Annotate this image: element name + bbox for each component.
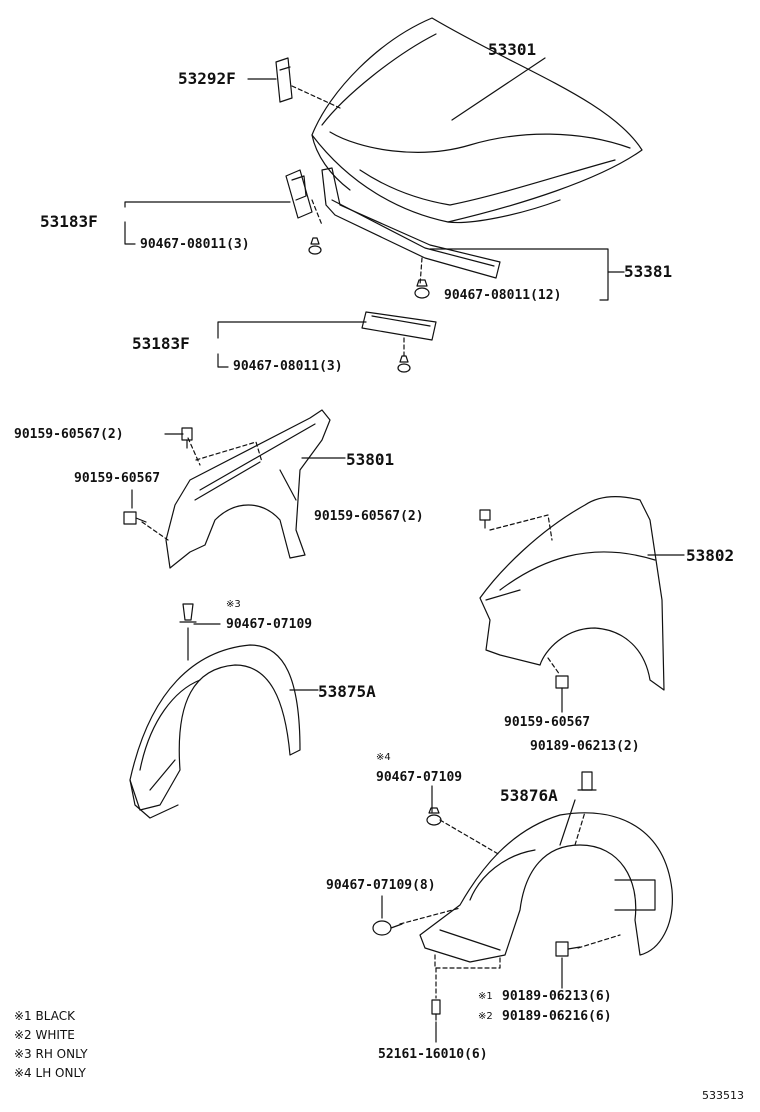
screw-lh-bottom-drawing [555,941,581,957]
upper-support-leader [124,201,291,208]
weatherstrip-clip-label: 90467-08011(12) [444,288,562,303]
upper-support-guide [311,199,323,226]
bolt-lh-top-label: 90159-60567(2) [314,509,424,524]
hood-seal-drawing [275,57,293,103]
clip-lh8-drawing [372,920,403,936]
fender-rh-guide-side [141,521,169,541]
upper-clip-drawing [308,237,322,255]
screw-white-label: 90189-06216(6) [502,1009,612,1024]
fender-lh-guide-top [489,514,553,541]
fender-rh-guide-top [195,441,263,463]
lower-support-label: 53183F [132,334,190,353]
bolt-lh-bottom-drawing [555,675,569,713]
liner-lh-guide-clip4 [439,819,501,856]
clip-lh4-drawing [426,807,442,826]
hood-seal-label: 53292F [178,69,236,88]
white-mark: ※2 [478,1011,493,1022]
liner-lh-guide-screw [577,934,621,949]
lower-clip-drawing [397,355,411,373]
liner-lh-guide-clip8 [399,907,461,925]
bolt-rh-top-drawing [181,427,193,449]
bolt-lh-bottom-label: 90159-60567 [504,715,591,730]
bolt-rh-top-label: 90159-60567(2) [14,427,124,442]
hood-drawing [311,17,643,224]
lower-clip-label: 90467-08011(3) [233,359,343,374]
legend-lh-only: ※4 LH ONLY [14,1066,86,1080]
fender-rh-drawing [165,409,331,569]
figure-id: 533513 [702,1089,744,1102]
weatherstrip-clip-drawing [414,279,430,299]
screw-lh-top-drawing [577,771,597,791]
hood-label: 53301 [488,40,537,59]
liner-lh-label: 53876A [500,786,558,805]
legend-rh-only: ※3 RH ONLY [14,1047,88,1061]
legend-white: ※2 WHITE [14,1028,75,1042]
liner-lh-leader [559,799,576,846]
clip-lh-liner-label: 90467-07109 [376,770,463,785]
fender-lh-drawing [479,496,665,691]
weatherstrip-guide [419,257,423,286]
lower-support-drawing [361,311,437,341]
screw-lh-liner-label: 90189-06213(2) [530,739,640,754]
weatherstrip-drawing [321,167,501,279]
fender-rh-guide-bolt [187,437,201,466]
liner-lh-guide-bottom [434,954,501,969]
liner-lh-guide-top [574,811,586,846]
weatherstrip-bracket [429,248,609,301]
lower-clip-leader [217,353,229,368]
bolt-lh-top-drawing [479,509,491,529]
bolt-rh-side-drawing [123,511,147,525]
legend-black: ※1 BLACK [14,1009,75,1023]
liner-rh-drawing [129,644,301,819]
fender-lh-guide-bolt [547,657,561,676]
hood-leader [451,57,546,121]
clip-bottom-label: 52161-16010(6) [378,1047,488,1062]
upper-clip-leader [124,221,136,245]
lh-only-mark: ※4 [376,752,391,763]
clip-lh-liner-8-label: 90467-07109(8) [326,878,436,893]
liner-rh-clip-drawing [179,603,197,623]
clip-rh-liner-label: 90467-07109 [226,617,313,632]
clip-bottom-drawing [431,999,441,1021]
screw-black-label: 90189-06213(6) [502,989,612,1004]
lower-support-leader [217,321,367,339]
bolt-rh-side-label: 90159-60567 [74,471,161,486]
upper-support-label: 53183F [40,212,98,231]
liner-rh-label: 53875A [318,682,376,701]
hood-seal-guide [291,85,341,109]
fender-lh-label: 53802 [686,546,735,565]
black-mark: ※1 [478,991,493,1002]
upper-clip-label: 90467-08011(3) [140,237,250,252]
fender-rh-label: 53801 [346,450,395,469]
liner-lh-drawing [419,812,673,963]
rh-only-mark: ※3 [226,599,241,610]
upper-support-drawing [285,169,313,219]
weatherstrip-label: 53381 [624,262,673,281]
